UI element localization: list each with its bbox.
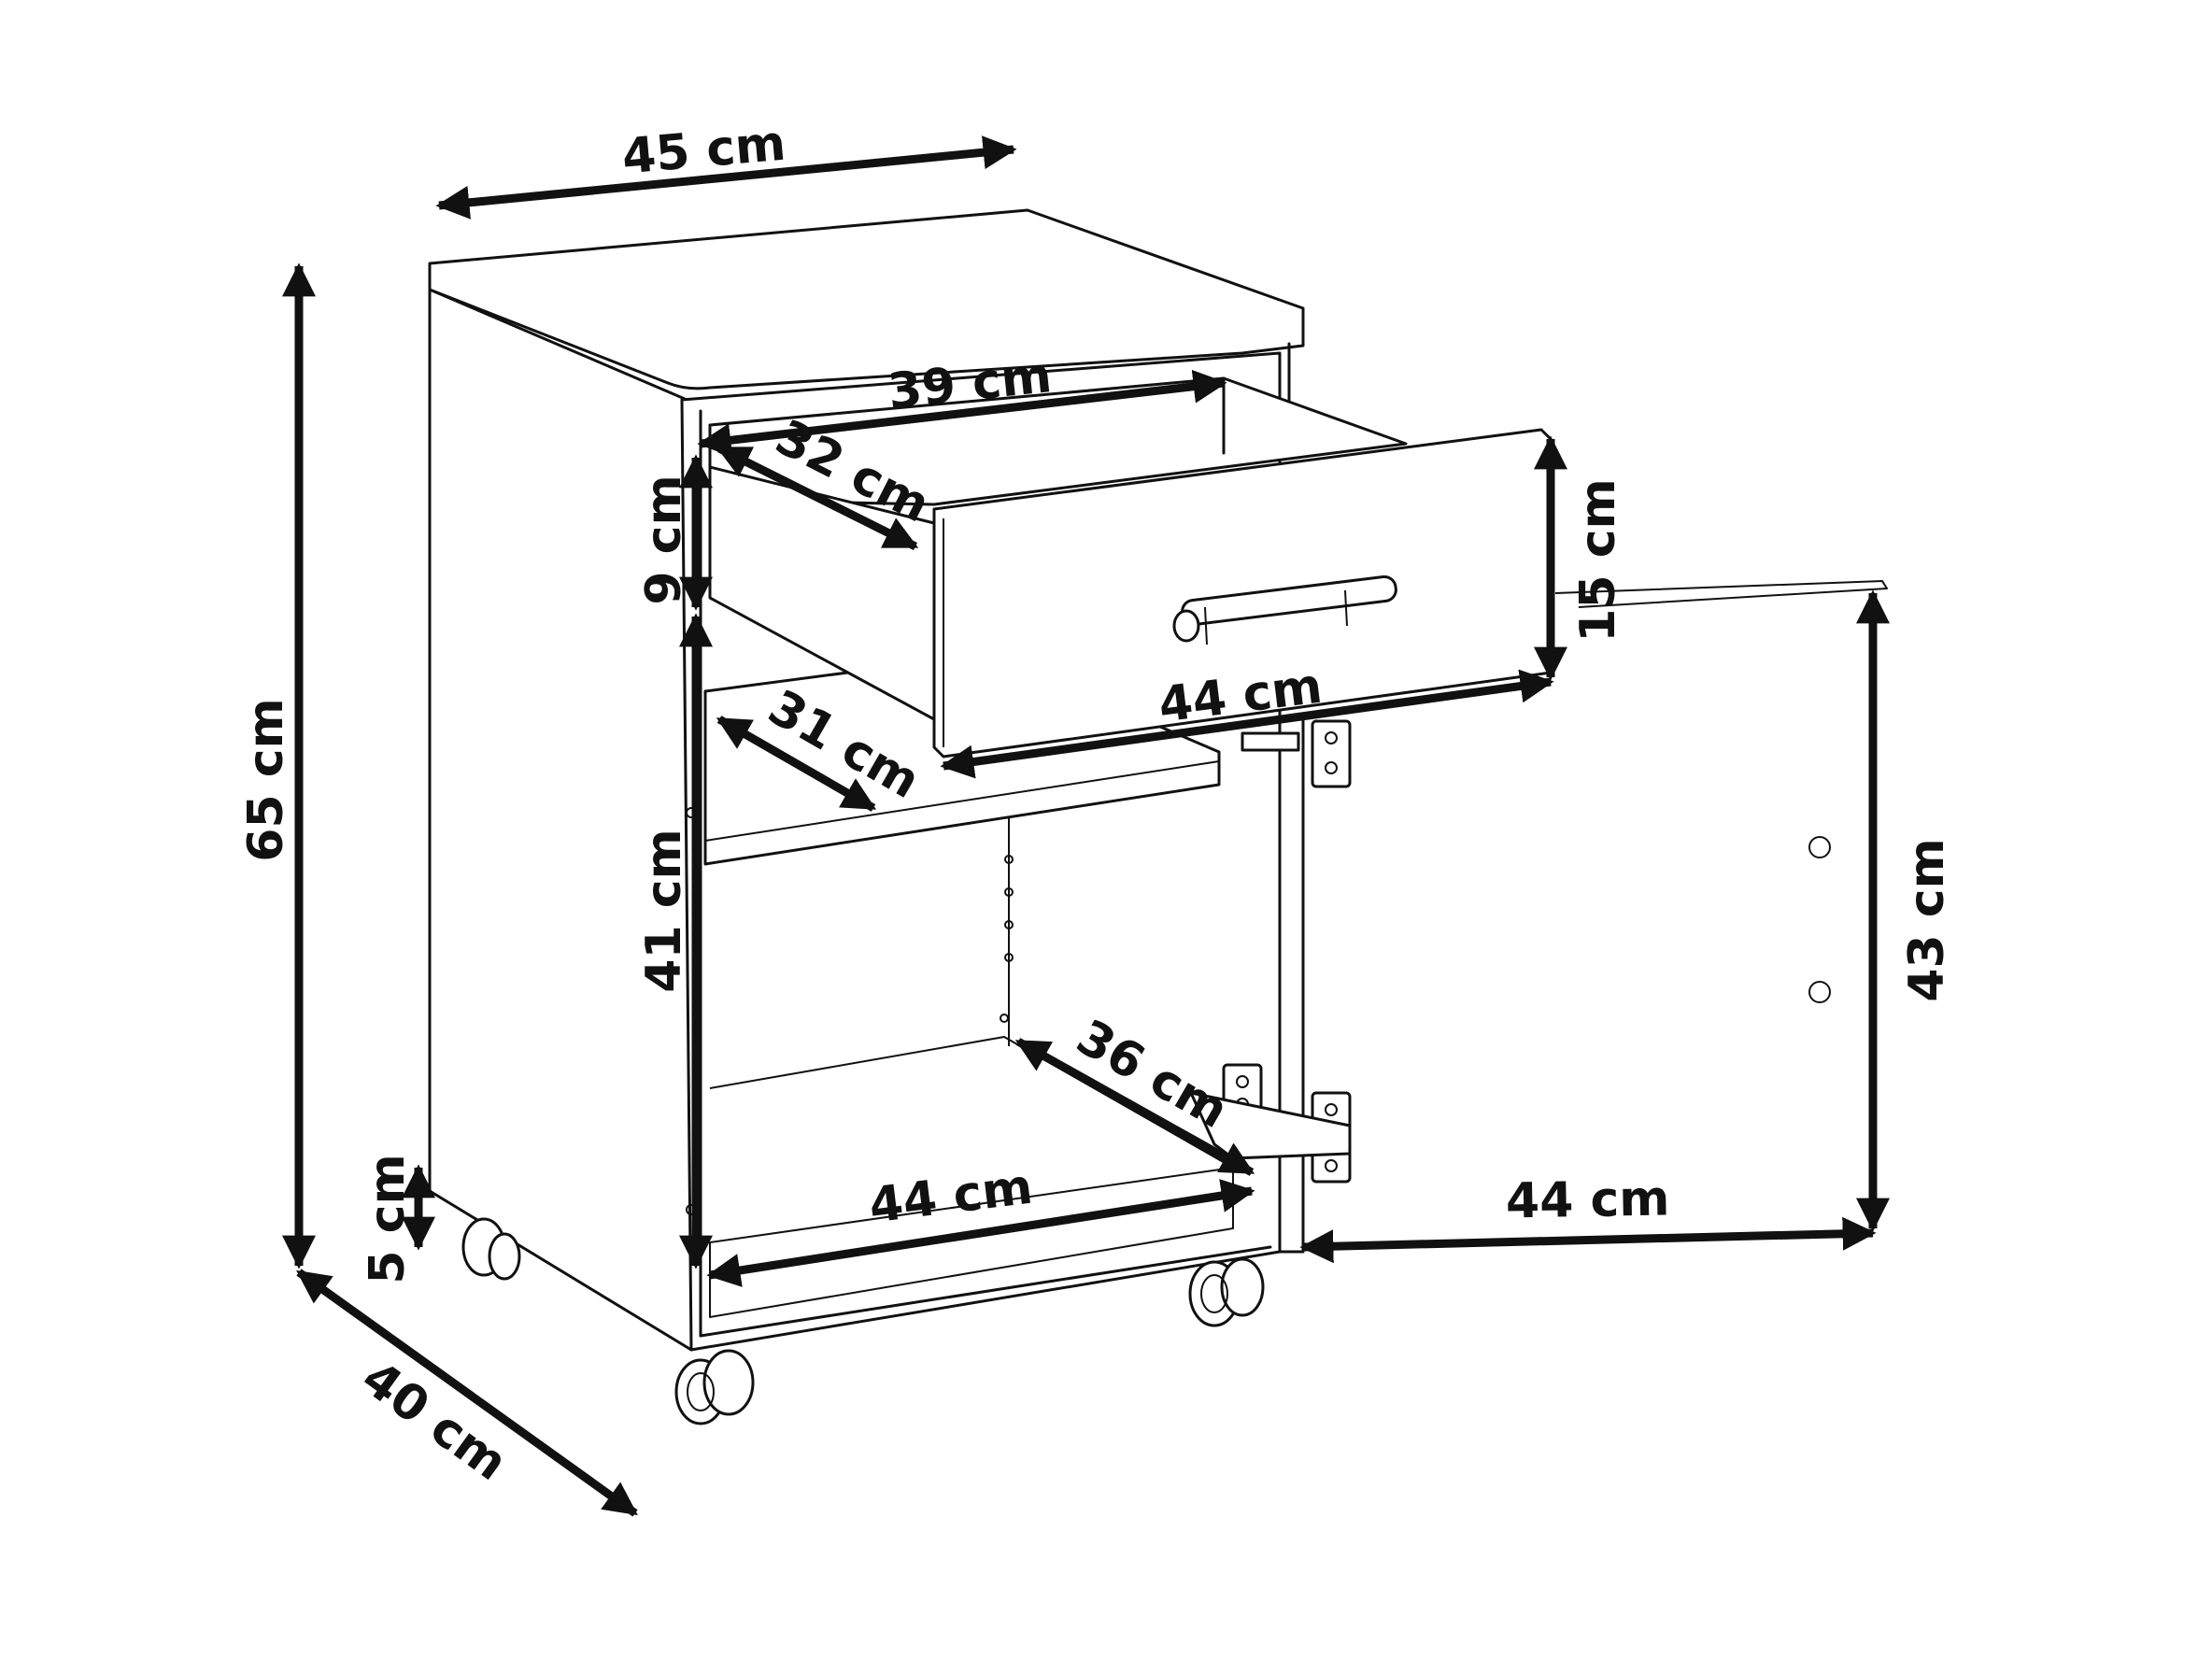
arrow-depth: [296, 1269, 638, 1517]
label-compartment-height: 41 cm: [636, 829, 692, 992]
arrow-bottom-width: [706, 1179, 1255, 1287]
caster-front-right: [1188, 1257, 1265, 1327]
arrow-door-width: [1299, 1216, 1877, 1264]
drawer-handle: [1172, 574, 1397, 645]
label-door-width: 44 cm: [1505, 1170, 1670, 1229]
left-side-panel: [428, 264, 693, 1352]
arrow-drawer-depth: [716, 444, 919, 551]
label-total-height: 65 cm: [238, 698, 294, 861]
top-slab: [428, 208, 1305, 390]
dimension-arrows: [282, 135, 1890, 1517]
arrow-width-top: [435, 135, 1017, 220]
arrow-drawer-front-width: [940, 669, 1554, 779]
arrow-bottom-depth: [1014, 1038, 1255, 1176]
label-drawer-front-height: 15 cm: [1570, 478, 1626, 642]
label-door-height: 43 cm: [1899, 838, 1955, 1001]
caster-front-left: [674, 1349, 755, 1425]
arrow-drawer-inner-width: [697, 369, 1227, 458]
arrow-shelf-depth: [716, 716, 877, 812]
label-drawer-inner-height: 9 cm: [636, 475, 692, 604]
label-caster-height: 5 cm: [360, 1154, 416, 1283]
